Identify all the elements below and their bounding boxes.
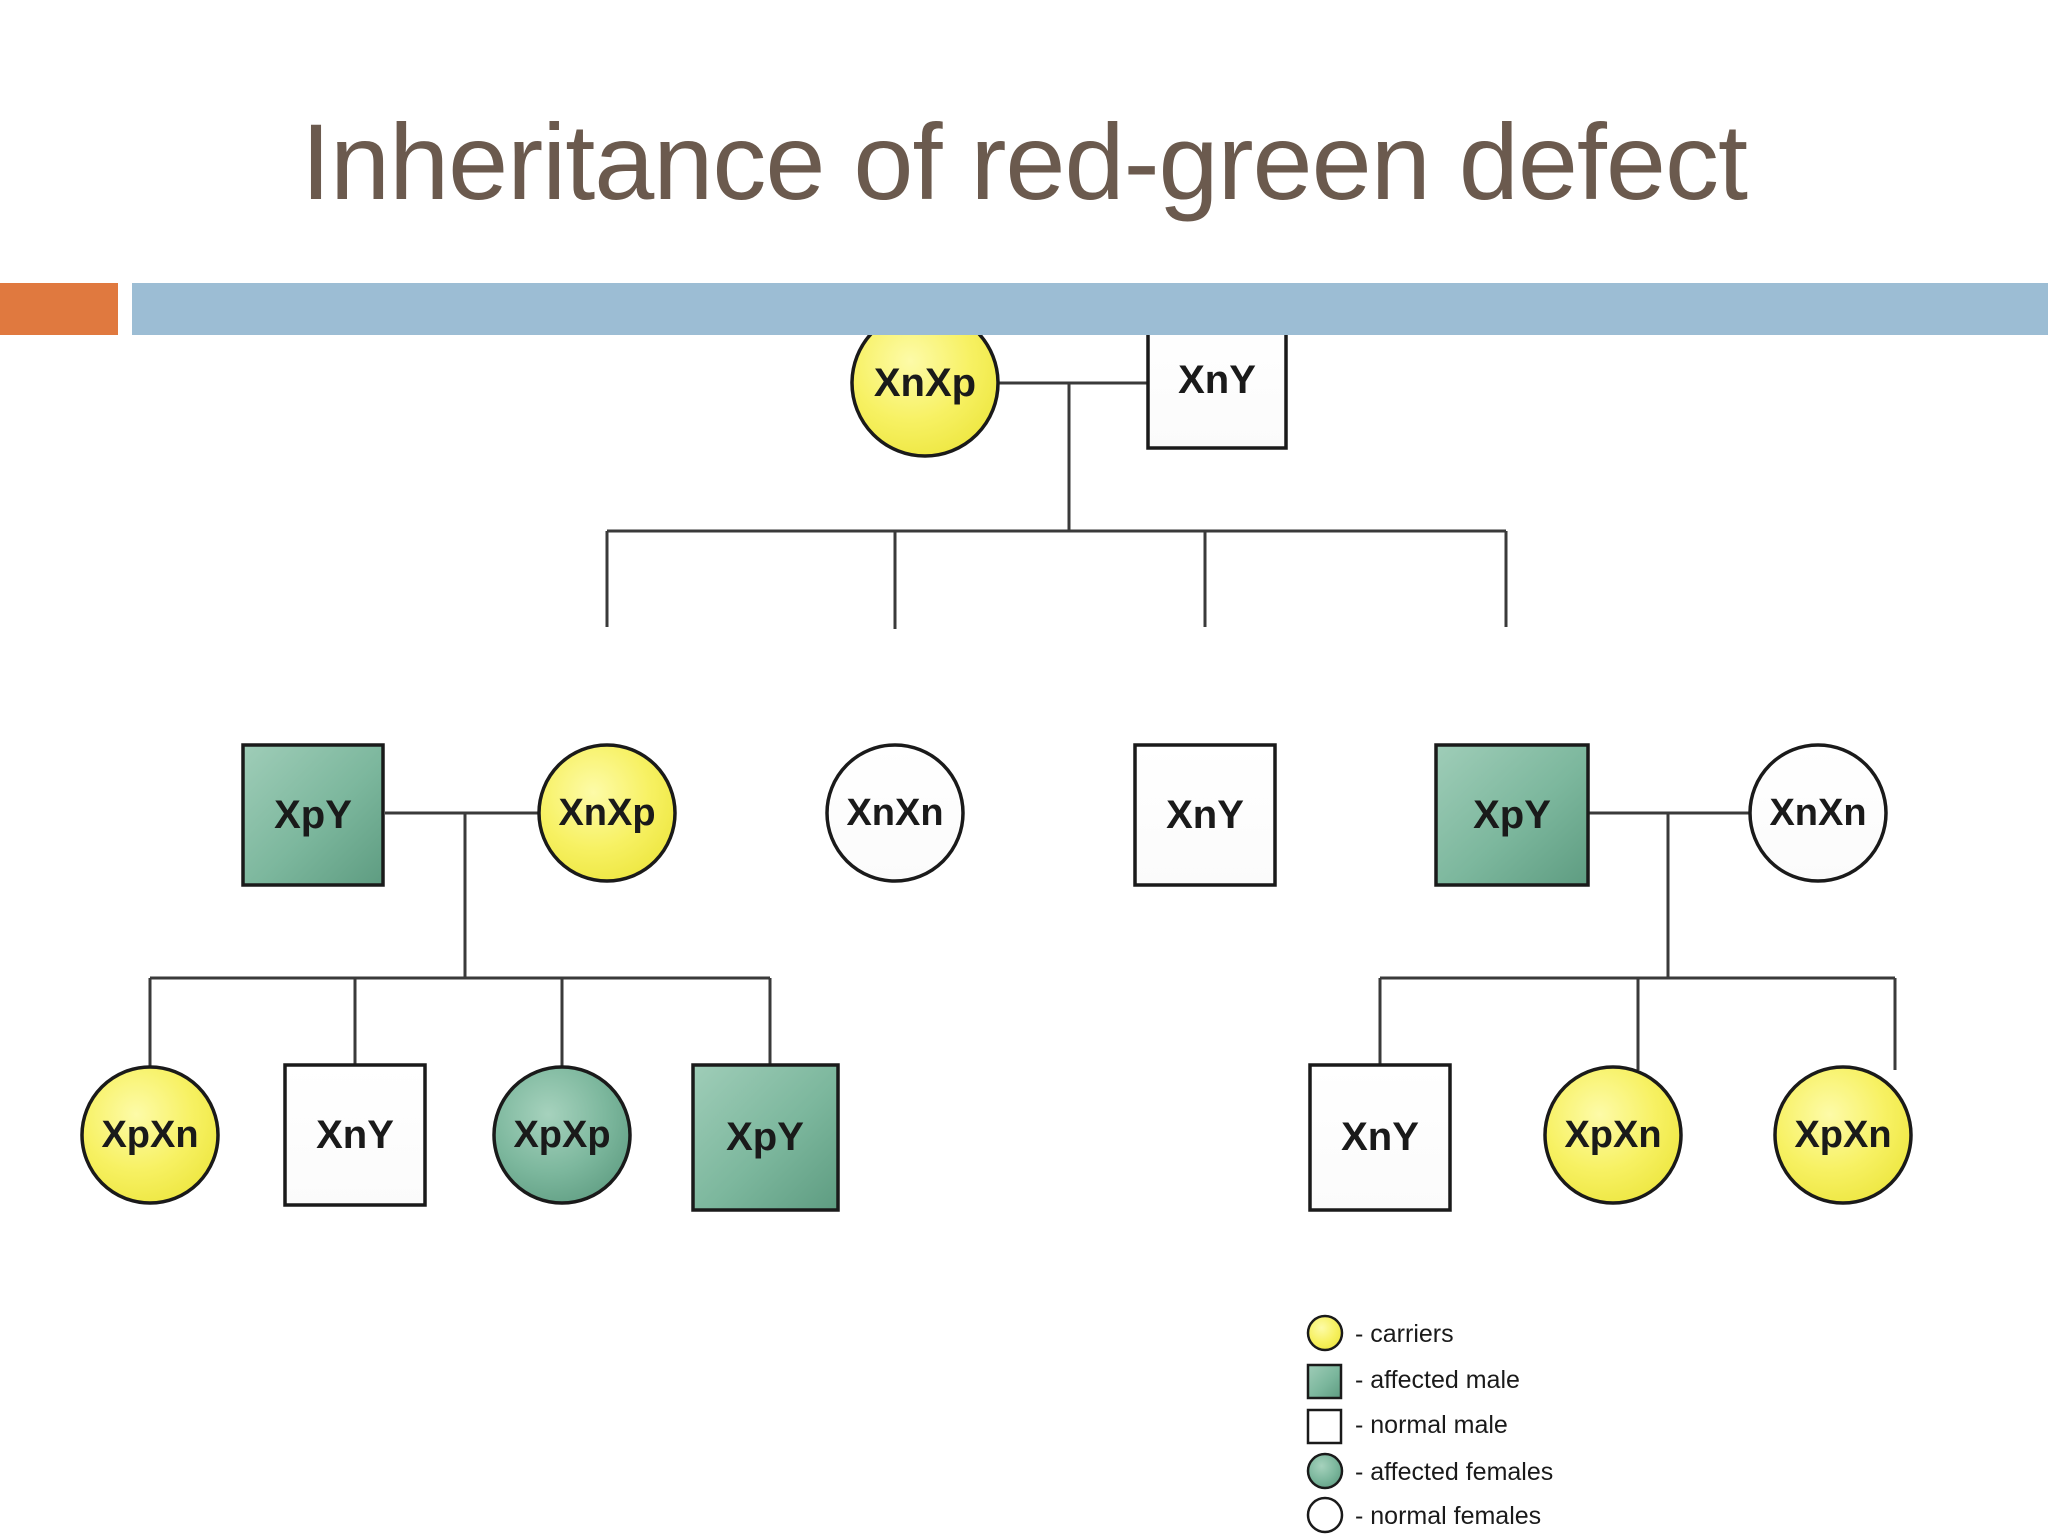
legend-item-normal-females: - normal females bbox=[1306, 1496, 1541, 1534]
node-genotype-label: XnXn bbox=[846, 792, 943, 834]
pedigree-node-III-3[interactable]: XpXp bbox=[492, 1065, 632, 1205]
pedigree-node-I-1[interactable]: XnXp bbox=[850, 335, 1000, 458]
legend-swatch-carrier-circle-icon bbox=[1306, 1314, 1344, 1352]
pedigree-node-III-1[interactable]: XpXn bbox=[80, 1065, 220, 1205]
pedigree-node-III-5[interactable]: XnY bbox=[1308, 1063, 1452, 1212]
legend-swatch-normal-female-circle-icon bbox=[1306, 1496, 1344, 1534]
node-genotype-label: XnY bbox=[1341, 1115, 1419, 1159]
pedigree-node-II-5[interactable]: XpY bbox=[1434, 743, 1590, 887]
legend-label: - affected females bbox=[1355, 1458, 1553, 1486]
divider-accent-blue bbox=[132, 283, 2048, 335]
legend-swatch-normal-male-square-icon bbox=[1306, 1408, 1343, 1445]
pedigree-node-III-4[interactable]: XpY bbox=[691, 1063, 840, 1212]
legend-item-carriers: - carriers bbox=[1306, 1314, 1454, 1352]
legend-label: - normal male bbox=[1355, 1411, 1508, 1439]
pedigree-node-II-1[interactable]: XpY bbox=[241, 743, 385, 887]
node-genotype-label: XpXp bbox=[513, 1114, 610, 1156]
legend-item-normal-male: - normal male bbox=[1306, 1408, 1508, 1445]
page-title: Inheritance of red-green defect bbox=[301, 101, 1748, 222]
node-genotype-label: XpXn bbox=[1564, 1114, 1661, 1156]
divider-accent-orange bbox=[0, 283, 118, 335]
node-genotype-label: XnXp bbox=[874, 361, 976, 405]
node-genotype-label: XnY bbox=[1166, 793, 1244, 837]
legend-item-affected-male: - affected male bbox=[1306, 1363, 1520, 1400]
legend-swatch-affected-male-square-icon bbox=[1306, 1363, 1343, 1400]
legend-label: - carriers bbox=[1355, 1320, 1454, 1348]
legend-label: - affected male bbox=[1355, 1366, 1520, 1394]
pedigree-node-II-2[interactable]: XnXp bbox=[537, 743, 677, 883]
legend-label: - normal females bbox=[1355, 1502, 1541, 1530]
pedigree-node-I-2[interactable]: XnY bbox=[1146, 335, 1288, 450]
pedigree-node-III-2[interactable]: XnY bbox=[283, 1063, 427, 1207]
pedigree-connectors bbox=[148, 381, 1897, 1070]
node-genotype-label: XnXp bbox=[558, 792, 655, 834]
node-genotype-label: XpY bbox=[726, 1115, 804, 1159]
node-genotype-label: XnXn bbox=[1769, 792, 1866, 834]
legend-item-affected-females: - affected females bbox=[1306, 1452, 1553, 1490]
node-genotype-label: XnY bbox=[1178, 358, 1256, 402]
node-genotype-label: XpY bbox=[1473, 793, 1551, 837]
pedigree-node-II-6[interactable]: XnXn bbox=[1748, 743, 1888, 883]
node-genotype-label: XpXn bbox=[1794, 1114, 1891, 1156]
legend: - carriers - affected male - normal male… bbox=[1306, 1314, 1553, 1534]
legend-swatch-affected-female-circle-icon bbox=[1306, 1452, 1344, 1490]
node-genotype-label: XnY bbox=[316, 1113, 394, 1157]
pedigree-node-II-3[interactable]: XnXn bbox=[825, 743, 965, 883]
pedigree-node-III-6[interactable]: XpXn bbox=[1543, 1065, 1683, 1205]
pedigree-node-II-4[interactable]: XnY bbox=[1133, 743, 1277, 887]
node-genotype-label: XpXn bbox=[101, 1114, 198, 1156]
node-genotype-label: XpY bbox=[274, 793, 352, 837]
pedigree-node-III-7[interactable]: XpXn bbox=[1773, 1065, 1913, 1205]
pedigree-diagram: XnXp XnY XpY XnXp XnXn XnY XpY XnXn XpXn… bbox=[0, 335, 2048, 1536]
